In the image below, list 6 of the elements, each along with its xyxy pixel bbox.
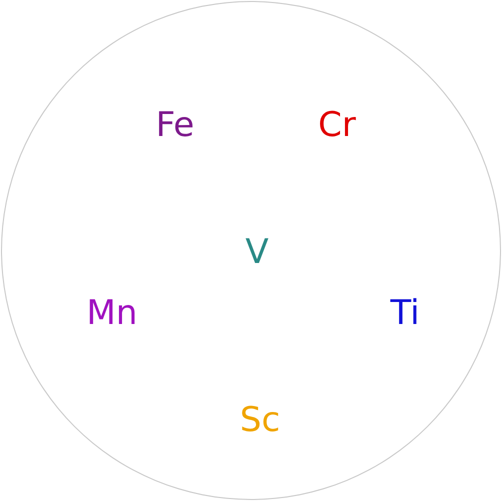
element-symbol: Sc — [240, 403, 280, 437]
element-symbol: V — [245, 235, 269, 269]
element-symbol: Cr — [318, 108, 356, 142]
element-symbol: Mn — [86, 296, 138, 330]
element-symbol: Ti — [390, 296, 420, 330]
element-symbol: Fe — [156, 108, 194, 142]
